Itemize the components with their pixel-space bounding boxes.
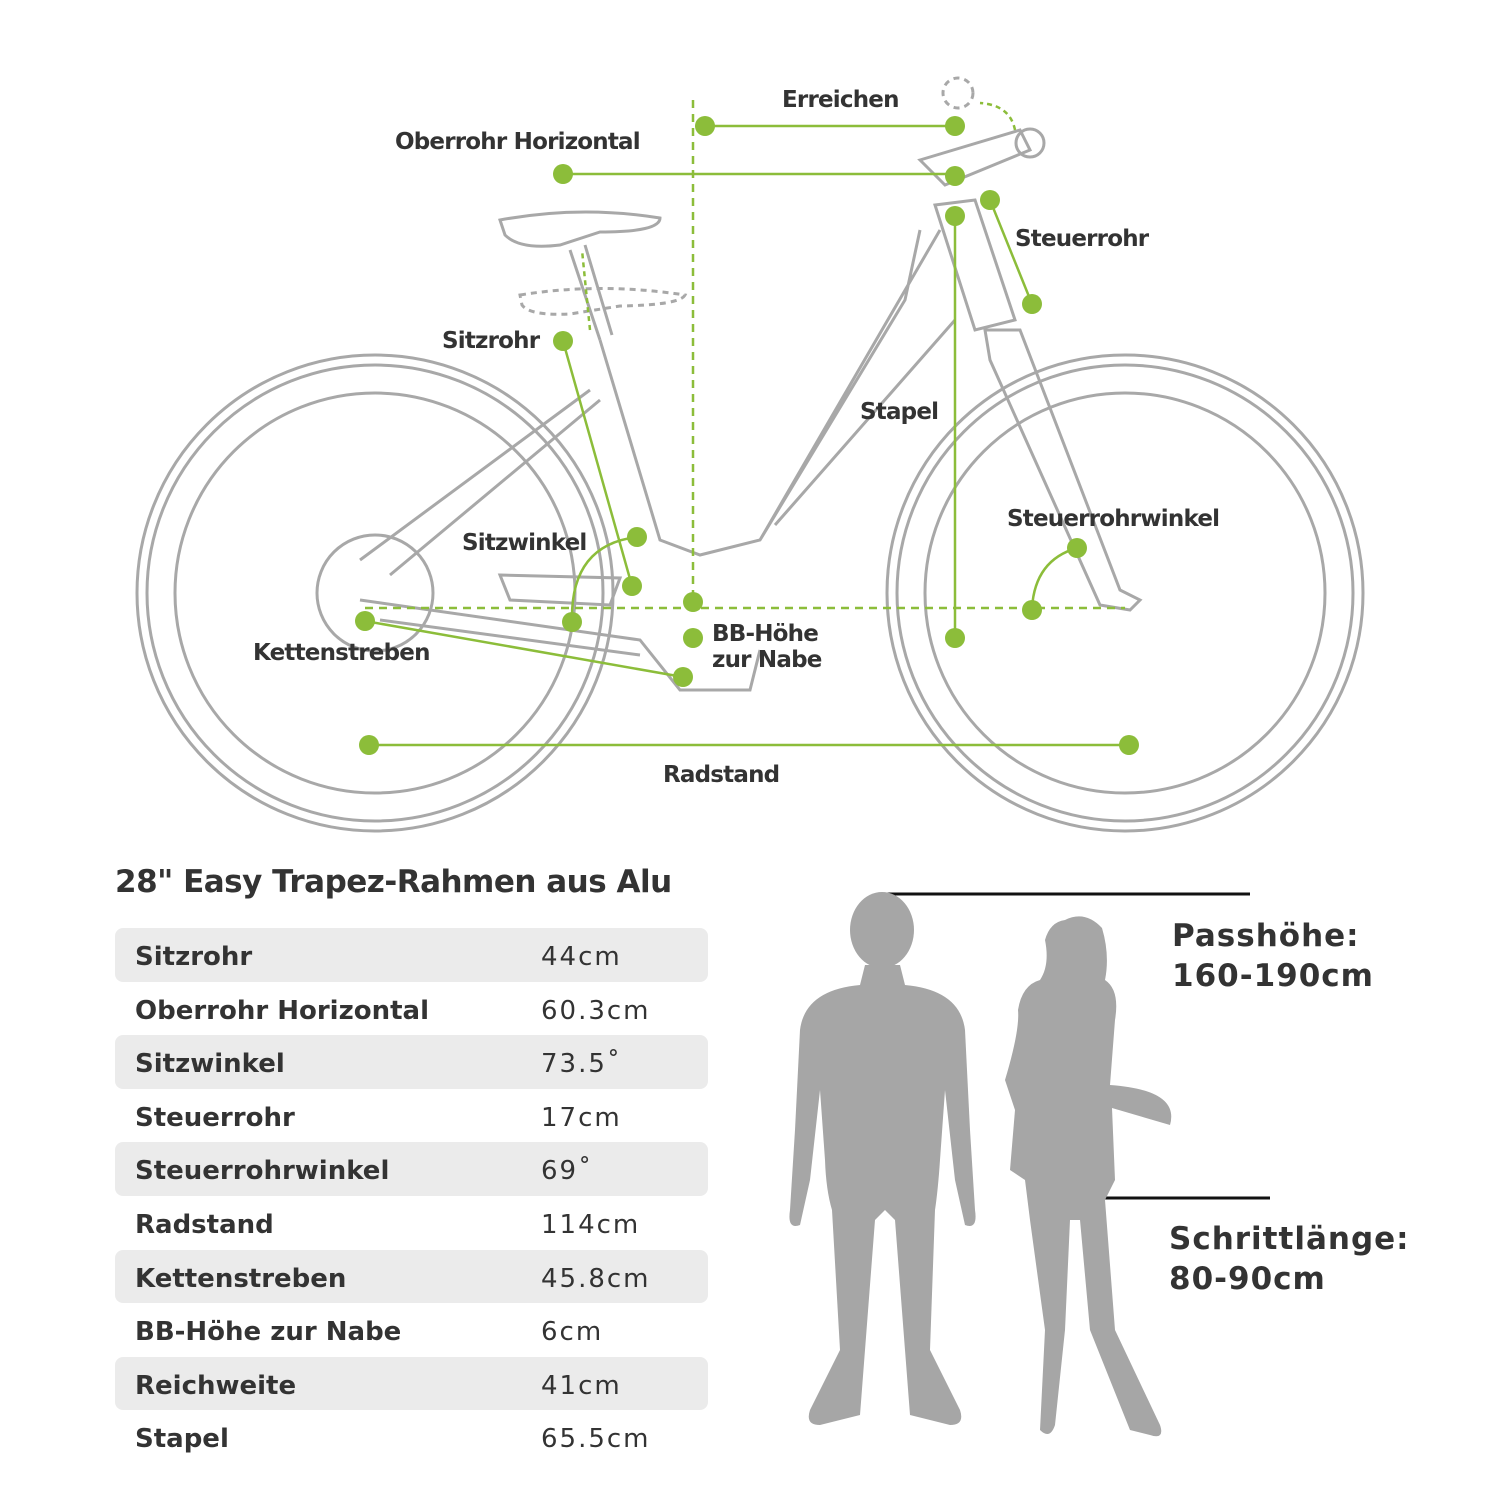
table-row: Steuerrohrwinkel 69˚ [115,1142,708,1196]
table-row: Stapel 65.5cm [115,1410,708,1464]
height-label: Passhöhe: [1172,918,1360,954]
label-stack: Stapel [860,399,938,425]
table-row: Oberrohr Horizontal 60.3cm [115,982,708,1036]
measurement-lines [364,100,1129,747]
row-label: Oberrohr Horizontal [135,995,429,1026]
table-row: Reichweite 41cm [115,1356,708,1411]
saddle [498,210,662,248]
table-row: Kettenstreben 45.8cm [115,1249,708,1304]
measurement-points [355,116,1139,755]
seat-stay [359,388,601,577]
female-silhouette [1005,916,1172,1437]
label-seat-angle: Sitzwinkel [462,530,587,556]
row-label: Sitzrohr [135,942,253,972]
row-label: Radstand [135,1209,274,1240]
male-silhouette [789,892,976,1425]
inseam-label: Schrittlänge: [1169,1221,1410,1257]
specs-title: 28" Easy Trapez-Rahmen aus Alu [115,864,672,900]
label-wheelbase: Radstand [663,762,779,788]
handlebar-raised [941,76,975,110]
row-label: Sitzwinkel [135,1049,285,1080]
row-value: 69˚ [541,1156,594,1187]
height-value: 160-190cm [1172,958,1374,994]
table-row: Steuerrohr 17cm [115,1089,708,1143]
row-value: 45.8cm [541,1263,651,1294]
front-wheel [885,353,1365,833]
row-label: Reichweite [135,1370,297,1401]
bike-frame [135,76,1365,833]
row-label: Stapel [135,1424,229,1455]
row-value: 73.5˚ [541,1049,622,1080]
label-bb-drop-1: BB-Höhe [712,621,818,647]
row-label: BB-Höhe zur Nabe [135,1317,402,1348]
rider-silhouettes [789,892,1270,1437]
label-seat-tube: Sitzrohr [442,328,541,354]
inseam-value: 80-90cm [1169,1261,1326,1297]
bike-geometry-diagram: Erreichen Oberrohr Horizontal Steuerrohr… [135,76,1365,833]
row-value: 44cm [541,942,622,972]
head-tube [933,198,1017,332]
stem [917,128,1033,187]
row-value: 6cm [541,1317,604,1348]
down-tube [598,229,957,557]
saddle-lowered [518,287,688,316]
seatpost [568,244,614,341]
label-bb-drop-2: zur Nabe [712,647,822,673]
table-row: BB-Höhe zur Nabe 6cm [115,1303,708,1357]
specs-table: Sitzrohr 44cm Oberrohr Horizontal 60.3cm S… [115,928,708,1464]
row-value: 60.3cm [541,995,651,1026]
table-row: Sitzwinkel 73.5˚ [115,1035,708,1089]
row-value: 114cm [541,1209,641,1240]
row-value: 41cm [541,1370,622,1401]
row-value: 17cm [541,1102,622,1133]
table-row: Sitzrohr 44cm [115,928,708,982]
fork [983,328,1143,612]
fit-inseam: Schrittlänge: 80-90cm [1169,1219,1410,1299]
row-label: Steuerrohrwinkel [135,1156,390,1187]
label-top-tube: Oberrohr Horizontal [395,129,640,155]
row-label: Kettenstreben [135,1263,347,1294]
row-value: 65.5cm [541,1424,651,1455]
label-chainstay: Kettenstreben [253,640,430,666]
table-row: Radstand 114cm [115,1196,708,1250]
handlebar [1014,127,1046,159]
label-reach: Erreichen [782,87,899,113]
label-head-tube: Steuerrohr [1015,226,1150,252]
chain-stay [359,598,762,692]
label-head-angle: Steuerrohrwinkel [1007,506,1219,532]
fit-height: Passhöhe: 160-190cm [1172,916,1374,996]
row-label: Steuerrohr [135,1102,295,1133]
